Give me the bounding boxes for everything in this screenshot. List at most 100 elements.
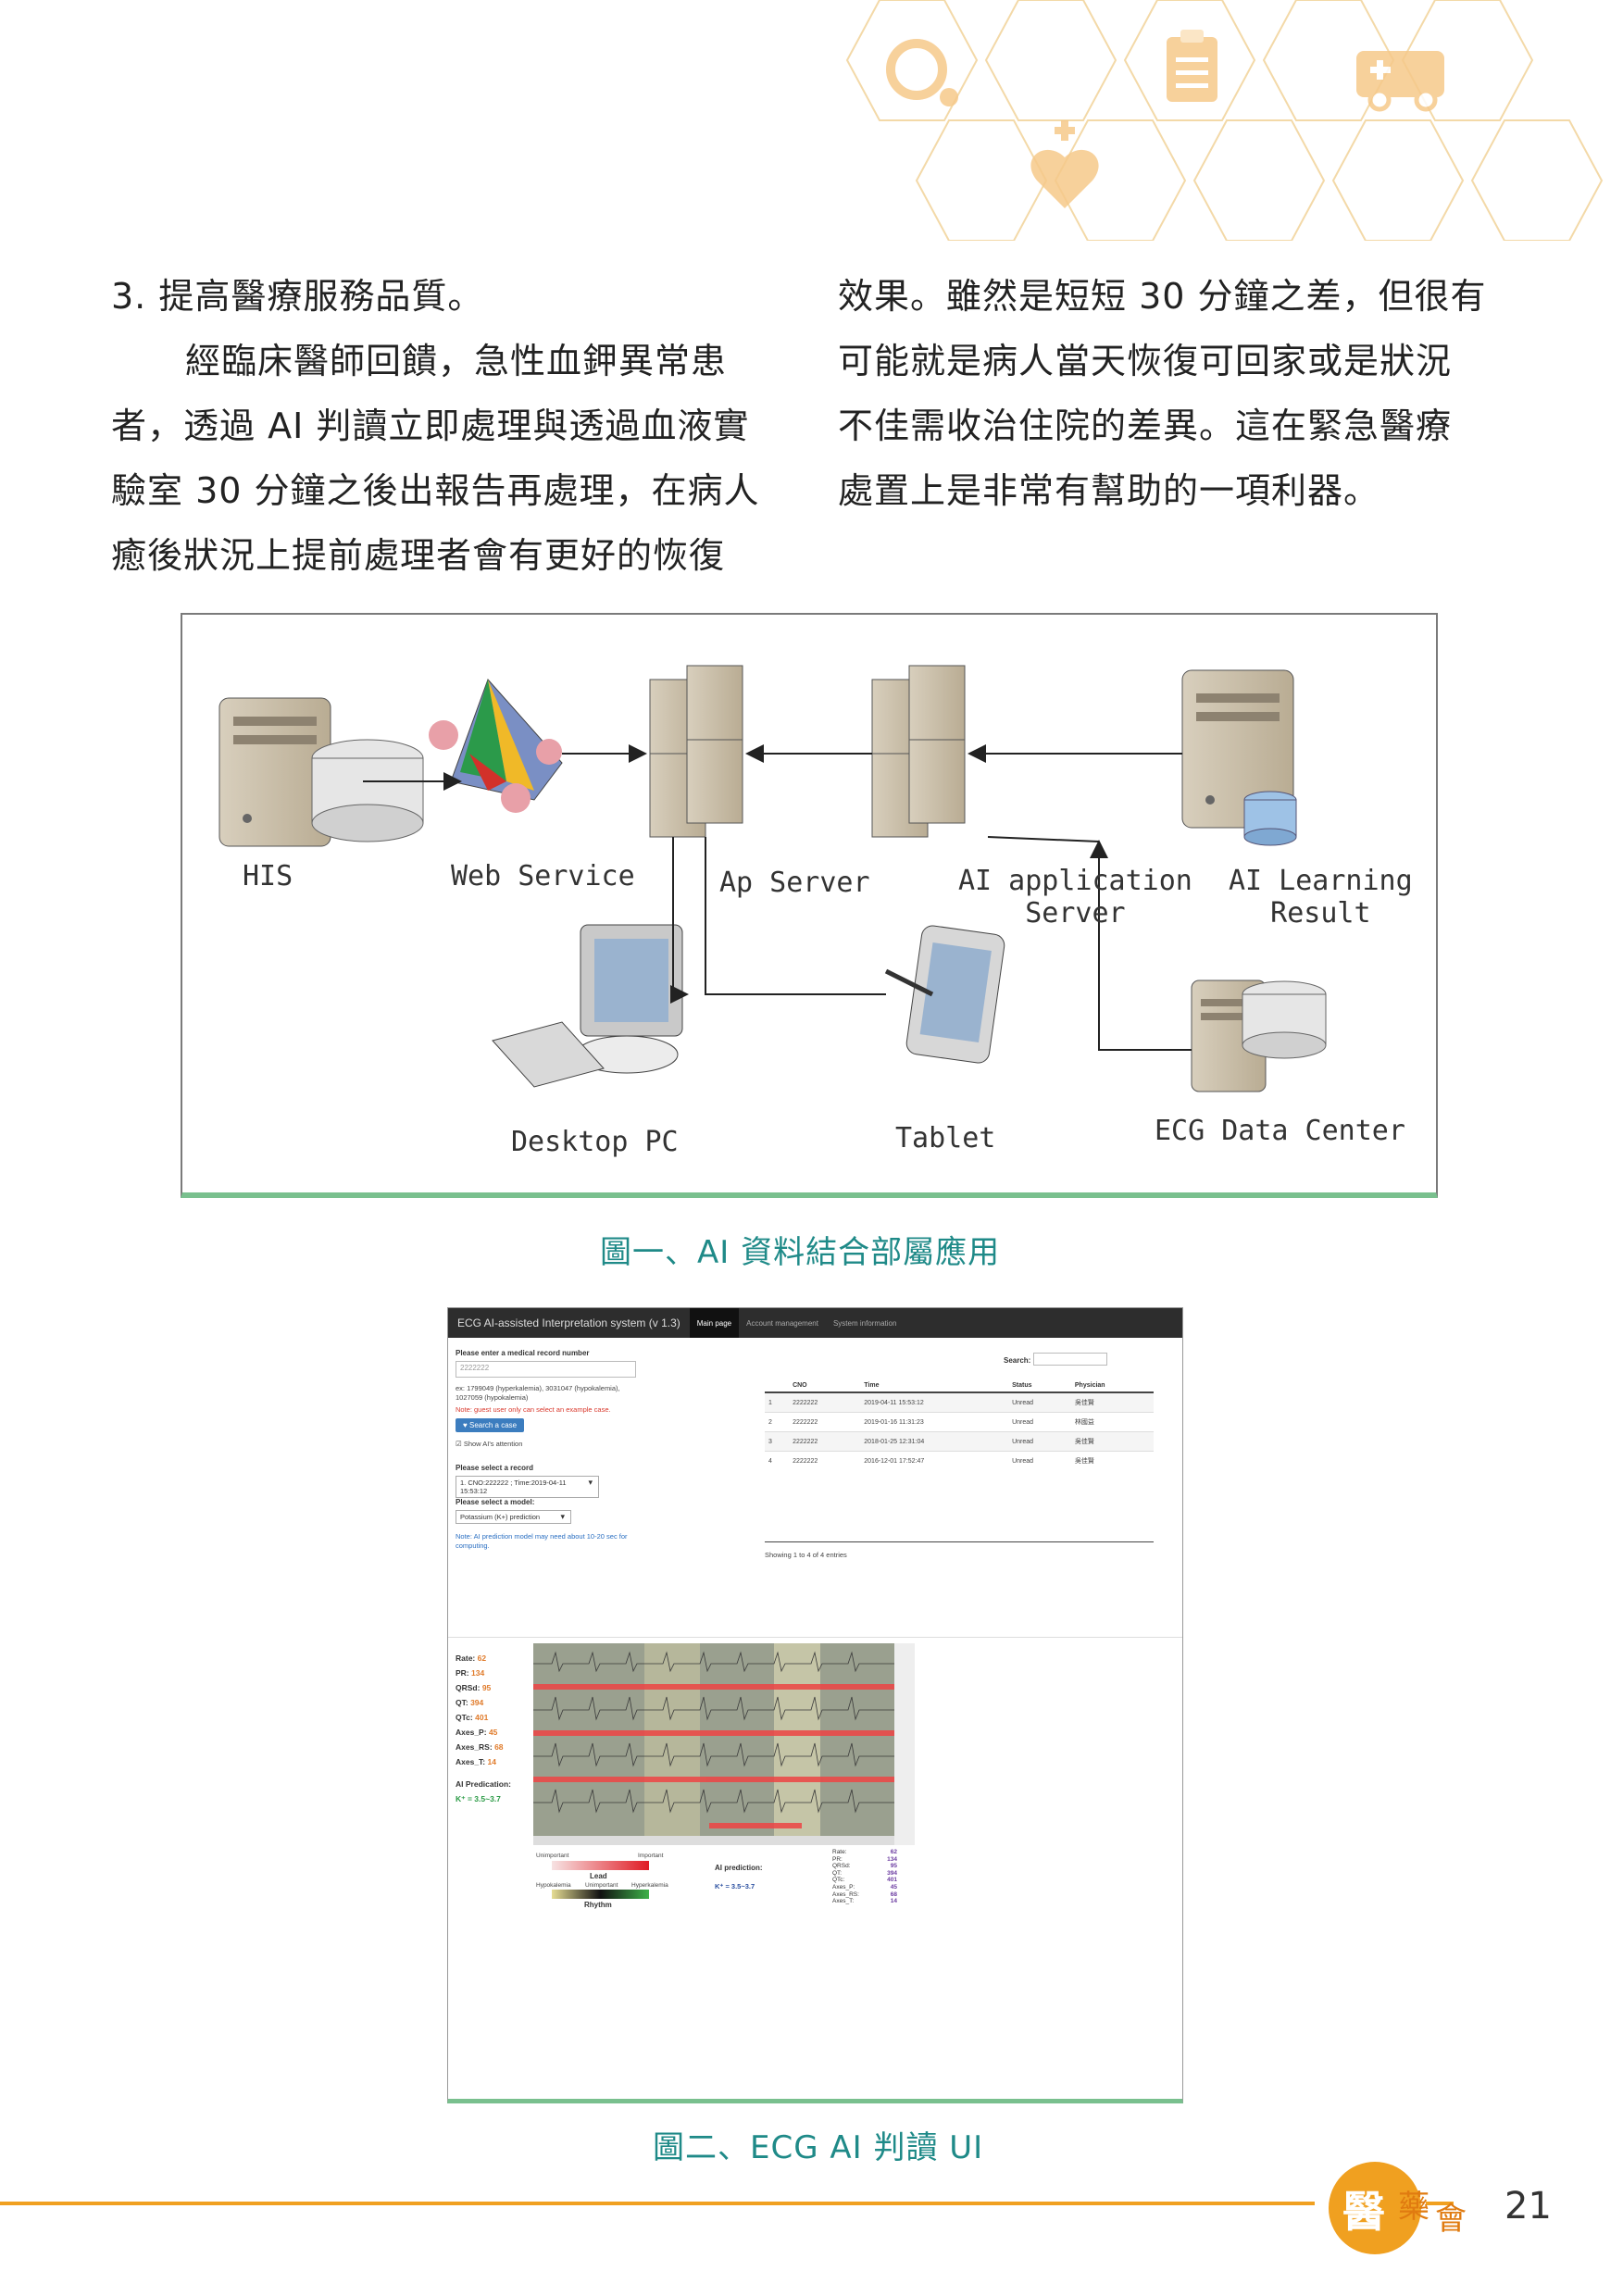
prediction-value: K⁺ = 3.5~3.7 (456, 1794, 501, 1803)
stat-label: Rate: (456, 1653, 476, 1663)
paragraph-line: 可能就是病人當天恢復可回家或是狀況 (838, 341, 1453, 381)
tab-account-management[interactable]: Account management (746, 1318, 818, 1328)
svg-text:藥: 藥 (1398, 2189, 1429, 2226)
bottom-stats-values: 62 134 95 394 401 45 68 14 (869, 1849, 897, 1905)
stat-value: 45 (488, 1728, 498, 1737)
stat-axes-t: Axes_T: 14 (456, 1754, 511, 1769)
stat-label: PR: (832, 1855, 843, 1863)
legend-rhythm: Rhythm (584, 1901, 612, 1909)
architecture-diagram: HIS Web Service Ap Server AI application… (181, 613, 1438, 1198)
ai-learning-result-label-line1: AI Learning (1229, 865, 1413, 897)
stat-label: QT: (832, 1869, 843, 1877)
col-header[interactable]: Physician (1070, 1379, 1154, 1393)
stat-value: 401 (475, 1713, 489, 1722)
tablet-icon (884, 925, 1005, 1064)
ai-learning-result-label: AI Learning Result (1229, 865, 1413, 930)
section-divider (448, 1637, 1182, 1638)
figure2-caption: 圖二、ECG AI 判讀 UI (653, 2129, 984, 2166)
table-cell: 2222222 (789, 1412, 861, 1432)
table-cell: 2019-01-16 11:31:23 (860, 1412, 1009, 1432)
table-cell: 1 (765, 1391, 790, 1413)
header-hexagon-decoration (845, 0, 1604, 241)
stat-rate: Rate: 62 (456, 1651, 511, 1666)
stat-label: QRSd: (456, 1683, 481, 1692)
his-server-icon (218, 697, 424, 847)
desktop-pc-label: Desktop PC (511, 1126, 679, 1158)
col-header[interactable]: CNO (789, 1379, 861, 1393)
model-note-2: computing. (456, 1541, 490, 1550)
tab-main-page[interactable]: Main page (689, 1308, 740, 1338)
stat-label: QTc: (832, 1877, 845, 1884)
ap-server-icon (649, 665, 743, 838)
col-header[interactable]: Status (1008, 1379, 1071, 1393)
table-cell: Unread (1008, 1431, 1071, 1452)
section-heading: 3. 提高醫療服務品質。 (111, 276, 484, 317)
ecg-ui-screenshot: ECG AI-assisted Interpretation system (v… (447, 1307, 1183, 2103)
heart-hands-icon (1030, 120, 1099, 208)
rhythm-gradient-bar (552, 1890, 649, 1899)
record-number-input[interactable]: 2222222 (456, 1361, 636, 1378)
magazine-logo: 醫 藥 會 (1329, 2162, 1467, 2254)
table-cell: 吳佳賢 (1070, 1451, 1154, 1470)
footer-rule (0, 2202, 1315, 2205)
stat-label: QTc: (456, 1713, 473, 1722)
desktop-pc-icon (492, 924, 683, 1088)
his-label: HIS (243, 860, 293, 892)
table-cell: 2019-04-11 15:53:12 (860, 1391, 1009, 1413)
tablet-label: Tablet (895, 1122, 996, 1154)
paragraph-line: 經臨床醫師回饋，急性血鉀異常患 (185, 341, 728, 381)
stat-pr: PR: 134 (456, 1666, 511, 1680)
ai-learning-server-icon (1181, 669, 1297, 846)
stat-value: 401 (887, 1877, 897, 1884)
model-select[interactable]: Potassium (K+) prediction (456, 1510, 571, 1524)
heart-icon: ♥ (463, 1421, 469, 1429)
stat-qt: QT: 394 (456, 1695, 511, 1710)
table-cell: Unread (1008, 1412, 1071, 1432)
record-select[interactable]: 1. CNO:222222 ; Time:2019-04-11 15:53:12 (456, 1476, 599, 1498)
select-record-label: Please select a record (456, 1464, 534, 1472)
table-footer: Showing 1 to 4 of 4 entries (765, 1551, 847, 1559)
paragraph-line: 效果。雖然是短短 30 分鐘之差，但很有 (838, 276, 1487, 317)
stat-value: 95 (481, 1683, 492, 1692)
stat-qrsd: QRSd: 95 (456, 1680, 511, 1695)
paragraph-line: 處置上是非常有幫助的一項利器。 (838, 470, 1380, 511)
stat-label: QT: (456, 1698, 468, 1707)
paragraph-line: 驗室 30 分鐘之後出報告再處理，在病人 (111, 470, 760, 511)
guest-note: Note: guest user only can select an exam… (456, 1405, 611, 1414)
stat-label: PR: (456, 1668, 469, 1678)
table-divider (765, 1541, 1154, 1542)
stat-value: 394 (887, 1869, 897, 1877)
search-label: Search: (1004, 1356, 1031, 1365)
bottom-prediction-label: AI prediction: (715, 1864, 763, 1872)
app-title: ECG AI-assisted Interpretation system (v… (457, 1316, 680, 1329)
legend-lead: Lead (590, 1872, 607, 1880)
tab-system-information[interactable]: System information (832, 1318, 897, 1328)
col-header[interactable] (765, 1379, 790, 1393)
table-cell: Unread (1008, 1391, 1071, 1413)
bottom-stats-labels: Rate: PR: QRSd: QT: QTc: Axes_P: Axes_RS… (832, 1849, 888, 1905)
stat-value: 14 (487, 1757, 496, 1766)
attention-checkbox[interactable]: ☑ Show AI's attention (456, 1440, 523, 1448)
table-search-input[interactable] (1033, 1353, 1107, 1366)
clipboard-icon (1167, 30, 1217, 102)
table-cell: 3 (765, 1431, 790, 1452)
stat-value: 14 (890, 1898, 897, 1905)
stat-label: Axes_RS: (456, 1742, 493, 1752)
search-case-button[interactable]: ♥ Search a case (456, 1418, 525, 1432)
web-service-label: Web Service (451, 860, 635, 892)
col-header[interactable]: Time (860, 1379, 1009, 1393)
ambulance-icon (1356, 51, 1444, 112)
stat-label: Rate: (832, 1849, 847, 1855)
table-cell: 2 (765, 1412, 790, 1432)
select-model-label: Please select a model: (456, 1498, 535, 1506)
paragraph-line: 者，透過 AI 判讀立即處理與透過血液實 (111, 406, 750, 446)
navbar: ECG AI-assisted Interpretation system (v… (448, 1308, 1182, 1338)
figure1-caption: 圖一、AI 資料結合部屬應用 (600, 1234, 1001, 1271)
connection-arrows (363, 744, 1192, 1051)
stat-label: Axes_P: (456, 1728, 487, 1737)
svg-text:醫: 醫 (1342, 2187, 1385, 2237)
